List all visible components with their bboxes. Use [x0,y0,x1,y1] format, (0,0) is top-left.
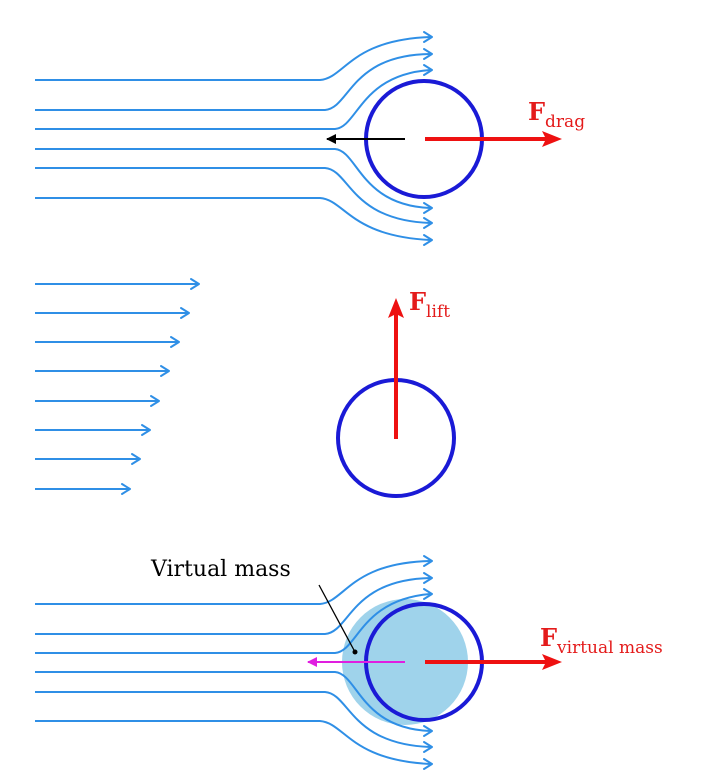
streamline-arrowheads [423,31,433,246]
drag-panel: Fdrag [35,31,585,246]
streamline [35,167,431,224]
streamline [35,691,431,748]
lift-force-arrowhead [388,298,404,318]
annotation-leader-line [318,584,356,653]
annotation-leader-dot [352,649,358,655]
drag-force-arrowhead [542,131,562,147]
streamline [35,560,431,605]
streamline [35,53,431,111]
streamline [35,577,431,635]
streamline [35,148,431,209]
virtual-mass-panel: Fvirtual mass Virtual mass [35,555,663,770]
virtual-mass-force-label: Fvirtual mass [540,623,663,658]
virtual-mass-streamlines [35,555,433,770]
drag-force-label: Fdrag [528,97,585,132]
streamline [35,671,431,732]
shear-flow-arrows [35,278,200,495]
streamline [35,36,431,81]
virtual-mass-annotation: Virtual mass [150,557,291,582]
streamline [35,720,431,765]
drag-streamlines [35,31,433,246]
streamline [35,593,431,654]
streamline [35,69,431,130]
lift-force-label: Flift [409,287,450,322]
streamline-arrowheads [423,555,433,770]
lift-panel: Flift [35,278,456,498]
virtual-mass-force-arrowhead [542,654,562,670]
streamline [35,197,431,241]
